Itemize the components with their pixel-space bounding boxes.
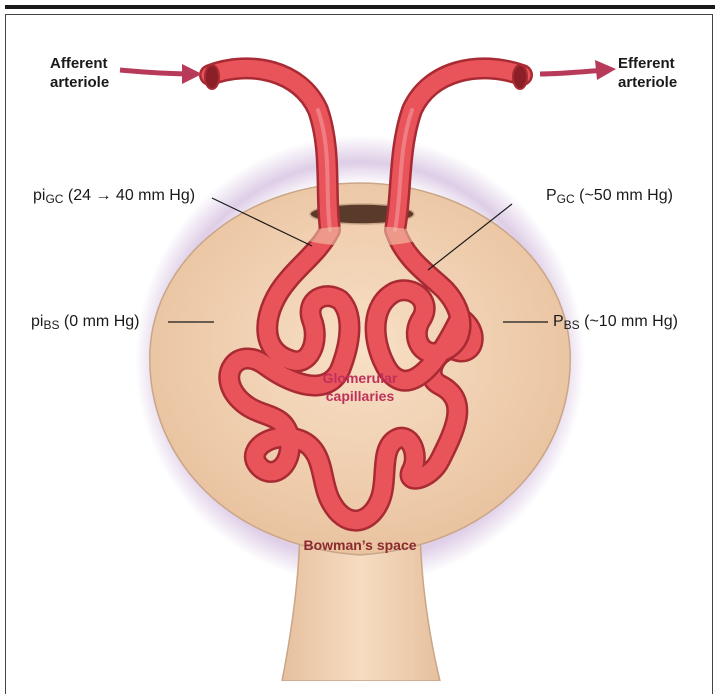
afferent-arrow [120, 64, 202, 84]
p-gc-subscript: GC [557, 192, 575, 206]
efferent-label: Efferent arteriole [618, 54, 677, 92]
efferent-label-line1: Efferent [618, 54, 677, 73]
glomerular-line2: capillaries [305, 387, 415, 405]
afferent-label: Afferent arteriole [50, 54, 109, 92]
efferent-arrow [540, 60, 616, 80]
pi-bs-value: (0 mm Hg) [59, 313, 139, 330]
afferent-label-line1: Afferent [50, 54, 109, 73]
p-gc-value: (~50 mm Hg) [575, 187, 673, 204]
pi-bs-label: piBS (0 mm Hg) [31, 312, 139, 332]
p-bs-symbol: P [553, 313, 564, 330]
p-gc-symbol: P [546, 187, 557, 204]
p-bs-subscript: BS [564, 318, 580, 332]
pi-bs-subscript: BS [43, 318, 59, 332]
pi-gc-subscript: GC [45, 192, 63, 206]
p-bs-value: (~10 mm Hg) [580, 313, 678, 330]
glomerular-line1: Glomerular [305, 369, 415, 387]
glomerular-capillaries-label: Glomerular capillaries [305, 369, 415, 405]
bowmans-space-label: Bowman’s space [290, 537, 430, 553]
capsule-rim-overlay [300, 226, 424, 246]
pi-gc-value: (24 → 40 mm Hg) [63, 187, 195, 204]
p-gc-label: PGC (~50 mm Hg) [546, 186, 673, 206]
efferent-label-line2: arteriole [618, 73, 677, 92]
pi-bs-symbol: pi [31, 313, 43, 330]
pi-gc-label: piGC (24 → 40 mm Hg) [33, 186, 195, 206]
pi-gc-symbol: pi [33, 187, 45, 204]
p-bs-label: PBS (~10 mm Hg) [553, 312, 678, 332]
afferent-label-line2: arteriole [50, 73, 109, 92]
